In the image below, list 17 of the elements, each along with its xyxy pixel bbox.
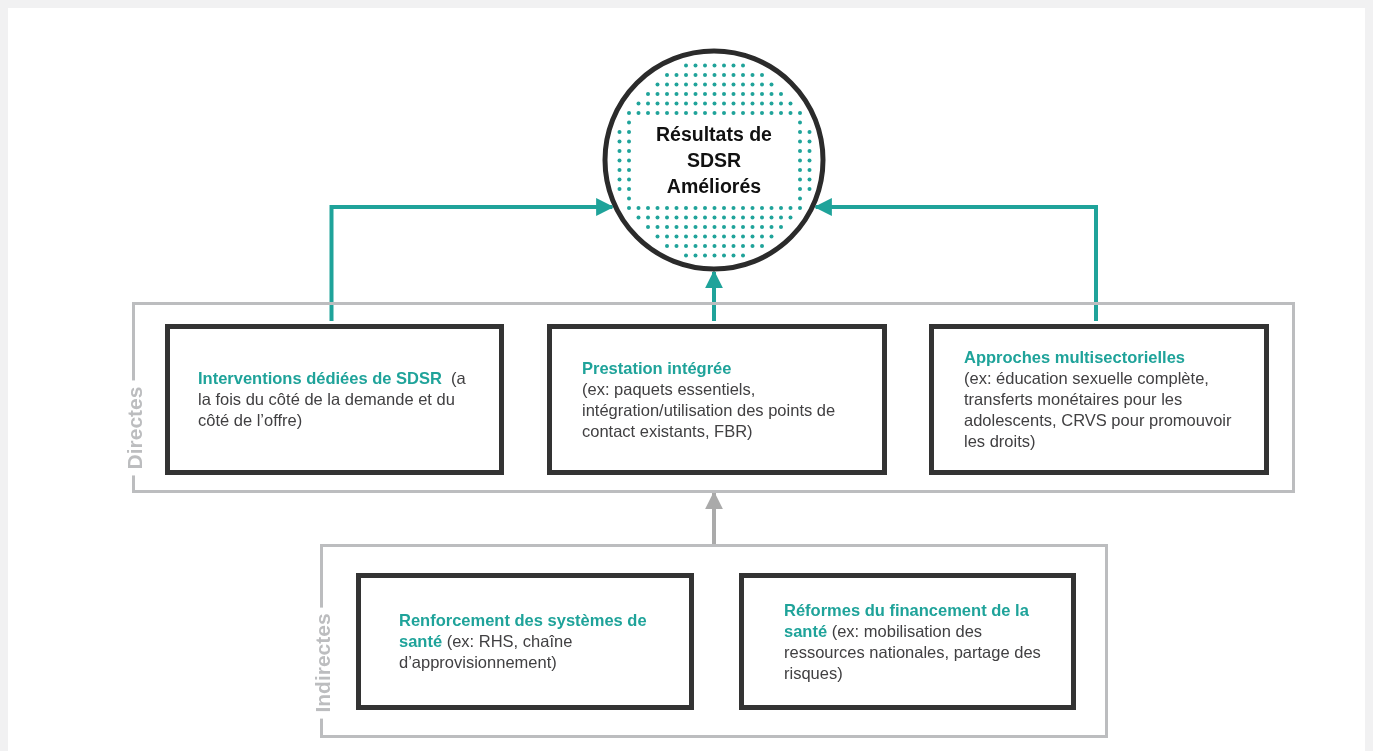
category-box [356, 573, 694, 710]
box-description: (ex: éducation sexuelle complète, transferts monétaires pour les adolescents, CRVS pour promouvoir les droits) [964, 368, 1233, 452]
arrow [705, 270, 723, 321]
box-heading: Prestation intégrée [582, 357, 733, 379]
box-description: Interventions dédiées de SDSR (a la fois du côté de la demande et du côté de l’offre) [198, 368, 467, 431]
box-heading: Approches multisectorielles [964, 347, 1186, 368]
category-box [739, 573, 1076, 710]
box-description: (ex: paquets essentiels, intégration/utilisation des points de contact existants, FBR) [582, 378, 837, 442]
box-description: Réformes du financement de la santé (ex: mobilisation des ressources nationales, partage des risques) [784, 599, 1041, 684]
arrow [705, 491, 723, 544]
arrow [813, 198, 1098, 321]
category-box [165, 324, 504, 475]
arrow [329, 198, 615, 321]
outcome-circle [602, 48, 826, 272]
category-box [547, 324, 887, 475]
category-box [929, 324, 1269, 475]
box-description: Renforcement des systèmes de santé (ex: RHS, chaîne d’approvisionnement) [399, 610, 648, 673]
